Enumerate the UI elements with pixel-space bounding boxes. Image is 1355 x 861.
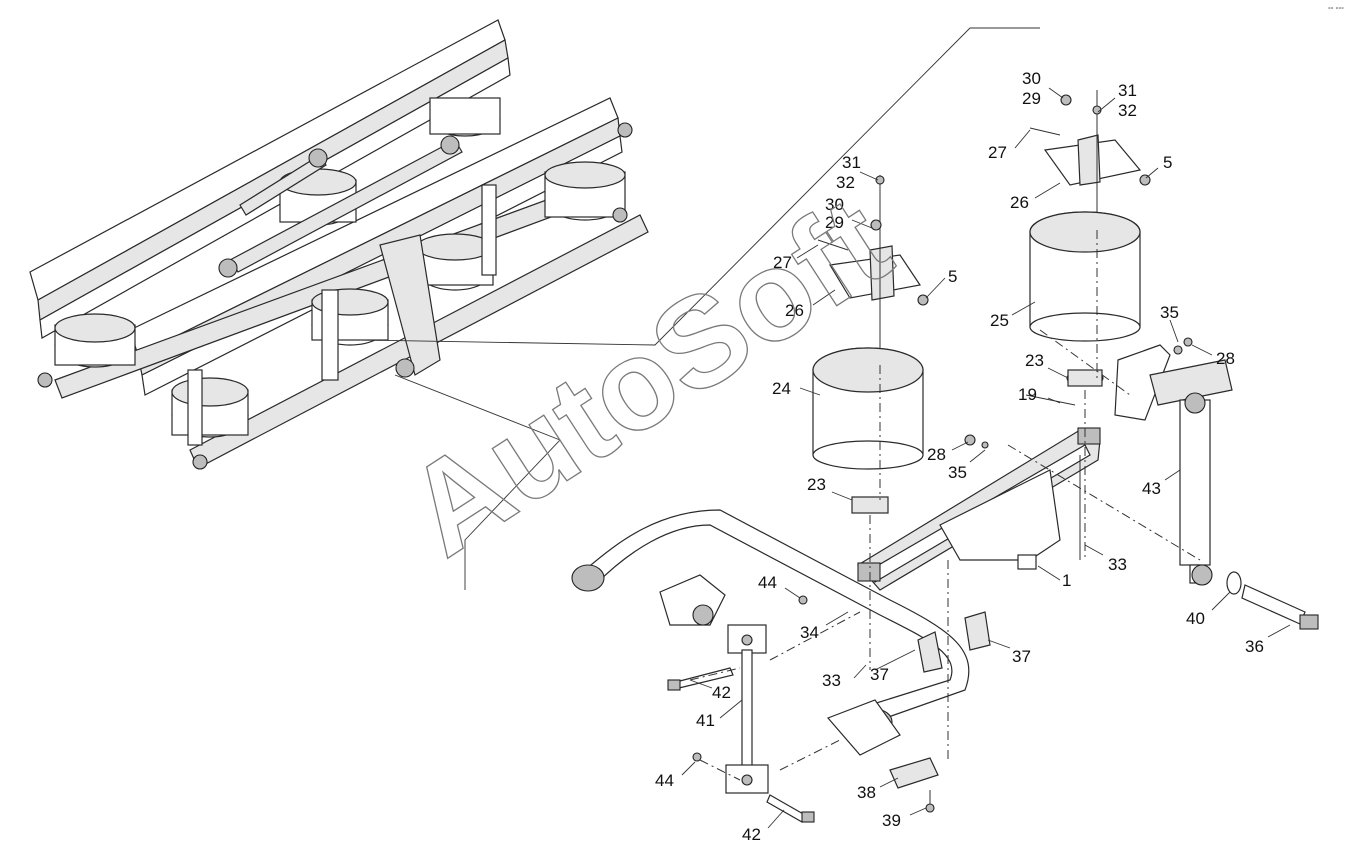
callout-44: 44 [758, 573, 777, 592]
callout-27: 27 [988, 143, 1007, 162]
overview-assembly [29, 19, 1040, 590]
stabilizer-bar [571, 509, 991, 813]
air-spring-rear [1029, 90, 1151, 387]
callout-33: 33 [822, 671, 841, 690]
callout-43: 43 [1142, 479, 1161, 498]
callout-40: 40 [1186, 609, 1205, 628]
callout-19: 19 [1018, 385, 1037, 404]
callout-42: 42 [712, 683, 731, 702]
callout-1: 1 [1062, 571, 1071, 590]
callout-31: 31 [1118, 81, 1137, 100]
callout-42: 42 [742, 825, 761, 844]
callout-44: 44 [655, 771, 674, 790]
callout-31: 31 [842, 153, 861, 172]
corner-mark: °° °°° [1328, 6, 1344, 14]
callout-38: 38 [857, 783, 876, 802]
callout-5: 5 [948, 267, 957, 286]
callout-36: 36 [1245, 637, 1264, 656]
callout-34: 34 [800, 623, 819, 642]
callout-24: 24 [772, 379, 791, 398]
callout-37: 37 [870, 665, 889, 684]
callout-39: 39 [882, 811, 901, 830]
callout-28: 28 [1216, 349, 1235, 368]
callout-5: 5 [1163, 153, 1172, 172]
callout-35: 35 [948, 463, 967, 482]
callout-23: 23 [807, 475, 826, 494]
callout-37: 37 [1012, 647, 1031, 666]
callout-28: 28 [927, 445, 946, 464]
axle-leaf-spring [857, 394, 1101, 591]
callout-33: 33 [1108, 555, 1127, 574]
callout-26: 26 [785, 301, 804, 320]
stabilizer-link [659, 574, 815, 823]
callout-32: 32 [1118, 101, 1137, 120]
shock-absorber [1114, 337, 1319, 630]
callout-23: 23 [1025, 351, 1044, 370]
callout-29: 29 [825, 213, 844, 232]
callout-25: 25 [990, 311, 1009, 330]
callout-32: 32 [836, 173, 855, 192]
callout-35: 35 [1160, 303, 1179, 322]
air-spring-front [812, 175, 929, 514]
callout-41: 41 [696, 711, 715, 730]
callout-labels: 30 29 31 32 27 5 26 25 31 32 30 29 27 5 … [655, 69, 1264, 844]
callout-leaders [681, 87, 1291, 829]
assembly-centerlines [689, 230, 1201, 781]
callout-27: 27 [773, 253, 792, 272]
callout-29: 29 [1022, 89, 1041, 108]
callout-30: 30 [825, 195, 844, 214]
callout-26: 26 [1010, 193, 1029, 212]
callout-30: 30 [1022, 69, 1041, 88]
